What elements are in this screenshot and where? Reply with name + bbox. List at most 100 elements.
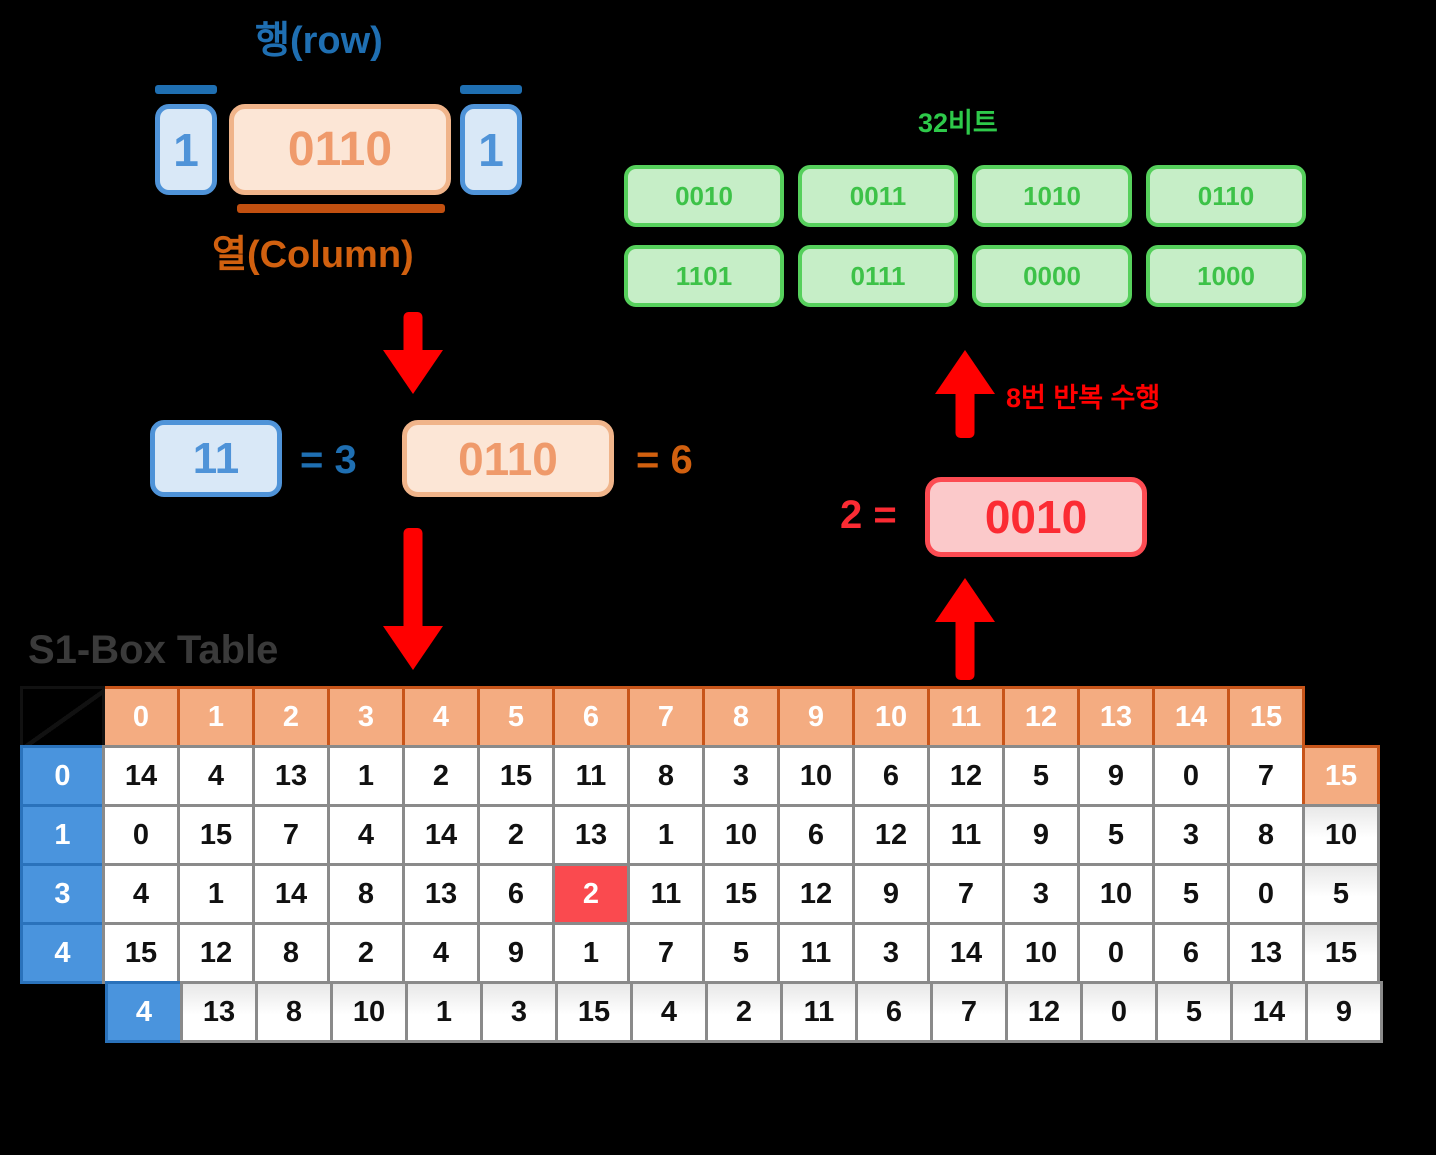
bits32-block-3: 0110 — [1146, 165, 1306, 227]
decode-col-equals: = 6 — [636, 438, 693, 482]
decode-col-bits[interactable]: 0110 — [402, 420, 614, 497]
sbox-cell: 8 — [252, 922, 330, 984]
sbox-cell: 5 — [1152, 863, 1230, 925]
sbox-cell: 7 — [1227, 745, 1305, 807]
sbox-tail-cell: 6 — [855, 981, 933, 1043]
sbox-cell: 5 — [1002, 745, 1080, 807]
sbox-row-header: 0 — [20, 745, 105, 807]
decode-row-bits[interactable]: 11 — [150, 420, 282, 497]
row-label: 행(row) — [255, 20, 383, 62]
sbox-cell: 6 — [477, 863, 555, 925]
output-bits[interactable]: 0010 — [925, 477, 1147, 557]
decode-row-equals: = 3 — [300, 438, 357, 482]
sbox-cell: 1 — [327, 745, 405, 807]
sbox-cell: 6 — [1152, 922, 1230, 984]
sbox-cell: 7 — [627, 922, 705, 984]
sbox-cell: 1 — [552, 922, 630, 984]
sbox-cell: 11 — [927, 804, 1005, 866]
sbox-cell: 12 — [852, 804, 930, 866]
sbox-cell: 3 — [702, 745, 780, 807]
sbox-cell: 1 — [177, 863, 255, 925]
sbox-cell: 2 — [477, 804, 555, 866]
row-bit-right[interactable]: 1 — [460, 104, 522, 195]
sbox-overflow-cell: 9 — [1305, 981, 1383, 1043]
sbox-cell: 4 — [327, 804, 405, 866]
bits32-block-4: 1101 — [624, 245, 784, 307]
sbox-cell: 15 — [702, 863, 780, 925]
sbox-cell: 0 — [1227, 863, 1305, 925]
sbox-cell: 7 — [927, 863, 1005, 925]
sbox-tail-spacer — [20, 981, 105, 1043]
sbox-cell: 4 — [102, 863, 180, 925]
sbox-tail-cell: 0 — [1080, 981, 1158, 1043]
sbox-overflow-cell: 10 — [1302, 804, 1380, 866]
sbox-cell: 12 — [777, 863, 855, 925]
bits32-block-1: 0011 — [798, 165, 958, 227]
sbox-tail-cell: 2 — [705, 981, 783, 1043]
sbox-col-header: 7 — [627, 686, 705, 748]
arrow-up-to-bits32 — [935, 350, 995, 438]
sbox-col-header: 2 — [252, 686, 330, 748]
sbox-cell: 10 — [777, 745, 855, 807]
sbox-col-header: 8 — [702, 686, 780, 748]
sbox-tail-row-header: 4 — [105, 981, 183, 1043]
bits32-block-6: 0000 — [972, 245, 1132, 307]
sbox-cell: 4 — [402, 922, 480, 984]
sbox-col-header: 9 — [777, 686, 855, 748]
table-row-tail: 4 13 8 10 1 3 15 4 2 11 6 7 12 0 5 14 9 — [20, 981, 1383, 1043]
sbox-cell: 0 — [1077, 922, 1155, 984]
sbox-table-title: S1-Box Table — [28, 628, 279, 672]
sbox-cell: 0 — [1152, 745, 1230, 807]
sbox-cell: 8 — [627, 745, 705, 807]
sbox-tail-cell: 13 — [180, 981, 258, 1043]
sbox-tail-cell: 15 — [555, 981, 633, 1043]
table-row: 0 14 4 13 1 2 15 11 8 3 10 6 12 5 9 0 7 … — [20, 745, 1380, 807]
column-bits-top[interactable]: 0110 — [229, 104, 451, 195]
sbox-cell: 13 — [1227, 922, 1305, 984]
sbox-col-header: 12 — [1002, 686, 1080, 748]
row-underline-right — [460, 85, 522, 94]
sbox-row-header: 3 — [20, 863, 105, 925]
sbox-col-header: 11 — [927, 686, 1005, 748]
column-underline — [237, 204, 445, 213]
sbox-cell: 7 — [252, 804, 330, 866]
sbox-row-header: 4 — [20, 922, 105, 984]
sbox-cell: 6 — [777, 804, 855, 866]
sbox-cell: 11 — [777, 922, 855, 984]
sbox-cell: 11 — [627, 863, 705, 925]
sbox-cell: 10 — [1002, 922, 1080, 984]
sbox-cell: 13 — [252, 745, 330, 807]
sbox-tail-cell: 1 — [405, 981, 483, 1043]
table-row: 4 15 12 8 2 4 9 1 7 5 11 3 14 10 0 6 13 … — [20, 922, 1380, 984]
sbox-col-header: 5 — [477, 686, 555, 748]
column-label: 열(Column) — [212, 234, 414, 276]
sbox-cell: 9 — [477, 922, 555, 984]
bits32-block-7: 1000 — [1146, 245, 1306, 307]
sbox-tail-cell: 10 — [330, 981, 408, 1043]
arrow-up-to-output — [935, 578, 995, 680]
sbox-tail-cell: 8 — [255, 981, 333, 1043]
sbox-cell: 10 — [1077, 863, 1155, 925]
sbox-col-header: 3 — [327, 686, 405, 748]
sbox-row-header: 1 — [20, 804, 105, 866]
bits32-title: 32비트 — [918, 108, 998, 138]
sbox-cell-highlighted: 2 — [552, 863, 630, 925]
sbox-cell: 13 — [402, 863, 480, 925]
sbox-cell: 9 — [1077, 745, 1155, 807]
sbox-cell: 14 — [402, 804, 480, 866]
sbox-cell: 9 — [852, 863, 930, 925]
sbox-tail-cell: 4 — [630, 981, 708, 1043]
sbox-col-header: 15 — [1227, 686, 1305, 748]
repeat-note: 8번 반복 수행 — [1006, 383, 1161, 413]
sbox-corner-cell — [20, 686, 105, 748]
bits32-block-5: 0111 — [798, 245, 958, 307]
sbox-cell: 15 — [477, 745, 555, 807]
sbox-cell: 9 — [1002, 804, 1080, 866]
sbox-cell: 1 — [627, 804, 705, 866]
sbox-cell: 15 — [102, 922, 180, 984]
sbox-tail-cell: 14 — [1230, 981, 1308, 1043]
row-bit-left[interactable]: 1 — [155, 104, 217, 195]
sbox-cell: 4 — [177, 745, 255, 807]
sbox-cell: 3 — [1152, 804, 1230, 866]
sbox-tail-cell: 5 — [1155, 981, 1233, 1043]
